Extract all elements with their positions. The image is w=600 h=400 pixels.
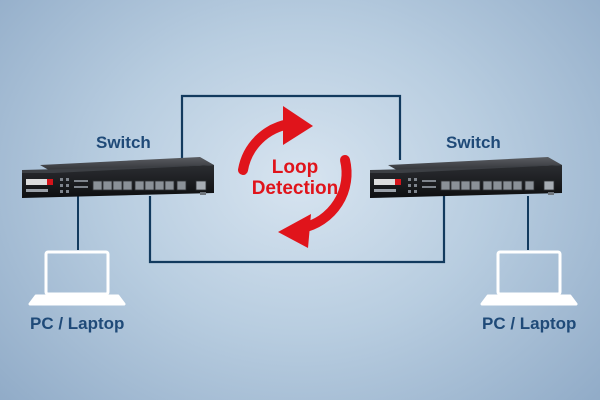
- left-laptop-icon: [28, 250, 126, 306]
- top-loop-cable: [180, 94, 402, 160]
- left-switch-ports: [92, 180, 207, 191]
- loop-arrow-top: [238, 119, 295, 175]
- right-switch-leds: [408, 178, 436, 193]
- right-switch-brand-mark: [395, 179, 401, 185]
- left-switch-brand-plate: [26, 179, 52, 185]
- loop-label-line1: Loop: [271, 157, 319, 178]
- loop-detection-label: Loop Detection: [230, 157, 360, 199]
- loop-arrow-bottom: [297, 155, 352, 233]
- loop-arrows: [238, 106, 352, 248]
- left-device-label: PC / Laptop: [30, 314, 125, 333]
- left-switch: [22, 157, 214, 198]
- right-switch-brand-plate: [374, 179, 400, 185]
- left-switch-leds: [60, 178, 88, 193]
- left-switch-label: Switch: [96, 133, 151, 152]
- bottom-loop-cable: [148, 196, 446, 264]
- right-device-label: PC / Laptop: [482, 314, 577, 333]
- left-switch-brand-mark: [47, 179, 53, 185]
- loop-label-line2: Detection: [251, 178, 339, 199]
- right-switch-ports: [440, 180, 555, 191]
- loop-arrow-top-head: [283, 106, 313, 145]
- right-switch-label: Switch: [446, 133, 501, 152]
- loop-arrow-bottom-head: [278, 214, 311, 248]
- right-laptop-icon: [480, 250, 578, 306]
- cables: [77, 94, 529, 264]
- right-switch: [370, 157, 562, 198]
